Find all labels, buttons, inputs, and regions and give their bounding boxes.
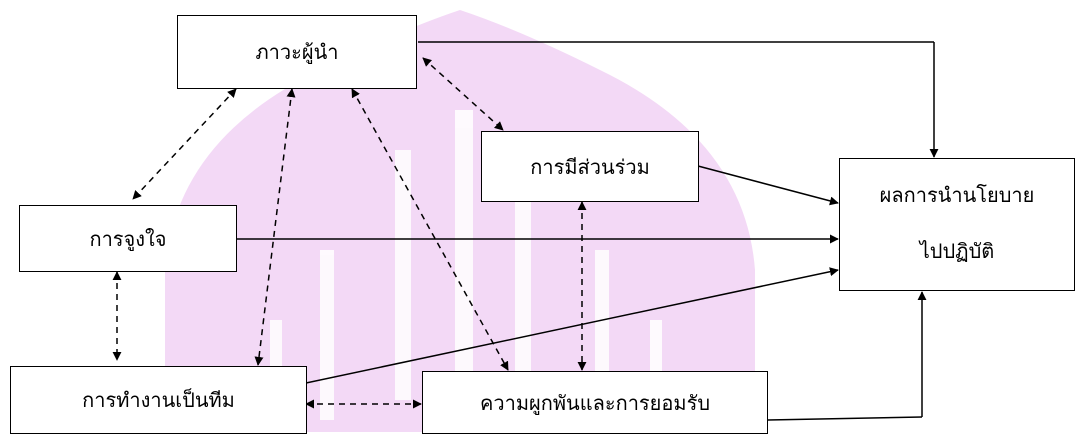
arrow-participation-to-outcome — [697, 165, 839, 206]
box-motivation: การจูงใจ — [19, 205, 237, 272]
dashed-leadership-commitment — [351, 88, 509, 371]
box-participation: การมีส่วนร่วม — [481, 131, 699, 202]
outcome-label-line2: ไปปฏิบัติ — [919, 239, 995, 263]
dashed-leadership-motivation — [132, 88, 237, 200]
dashed-leadership-teamwork — [254, 88, 296, 366]
leadership-label: ภาวะผู้นำ — [255, 40, 339, 64]
box-leadership: ภาวะผู้นำ — [177, 15, 417, 89]
participation-label: การมีส่วนร่วม — [530, 154, 650, 179]
motivation-label: การจูงใจ — [89, 226, 167, 251]
box-commitment: ความผูกพันและการยอมรับ — [422, 371, 768, 434]
box-policy-outcome: ผลการนำนโยบาย ไปปฏิบัติ — [839, 158, 1075, 291]
dashed-leadership-participation — [422, 57, 504, 131]
teamwork-label: การทำงานเป็นทีม — [82, 388, 235, 412]
commitment-label: ความผูกพันและการยอมรับ — [479, 390, 711, 415]
box-teamwork: การทำงานเป็นทีม — [10, 366, 307, 434]
arrow-commitment-right — [767, 416, 923, 421]
outcome-label-line1: ผลการนำนโยบาย — [879, 183, 1035, 207]
